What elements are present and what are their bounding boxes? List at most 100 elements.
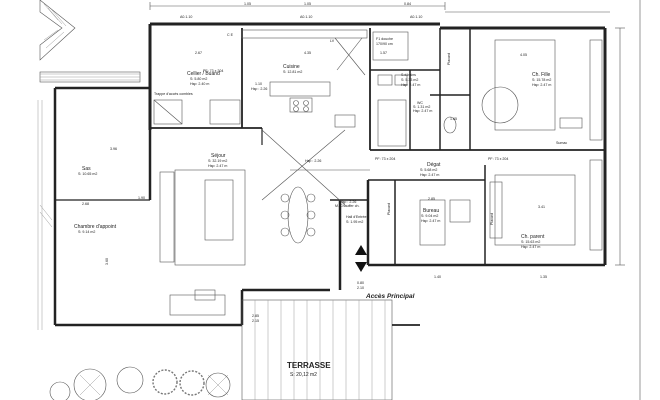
room-terrasse: TERRASSE S: 20,12 m2	[287, 361, 331, 378]
bureau-area: S: 9.04 m2	[421, 214, 438, 218]
left-wall-hatch	[37, 100, 53, 330]
dim-d16: 1.35	[540, 275, 547, 279]
cuisine-area: S: 12.81 m2	[283, 70, 302, 74]
terrasse-name: TERRASSE	[287, 361, 331, 370]
sdb-hsp: Hsp: 2.47 m	[401, 83, 420, 87]
room-sdb: S.d.bains S: 5.33 m2 Hsp: 2.47 m	[401, 73, 420, 87]
dim-d11: 3.41	[538, 205, 545, 209]
diagonal-lines	[261, 129, 370, 206]
degat-hsp: Hsp: 2.47 m	[420, 173, 439, 177]
lv-label: LV	[330, 39, 335, 43]
dimension-numbers: 2.67 4.35 1.57 4.05 1.10 1.65 2.85 3.41 …	[82, 51, 547, 323]
bath-fixtures	[372, 31, 457, 147]
degat-area: S: 5.68 m2	[420, 168, 437, 172]
ce-label: C E	[227, 33, 234, 37]
misc-labels: Trappe d'accès combles C E LV Sumac M. C…	[154, 33, 567, 300]
mchauffe-label: M. Chauffer ch.	[335, 204, 360, 208]
dim-d4: 2.67	[195, 51, 202, 55]
dim-d17: 0.80	[357, 281, 364, 285]
dim-d19: 2.85	[252, 314, 259, 318]
sejour-hsp: Hsp: 2.47 m	[208, 164, 227, 168]
chfille-area: S: 15.78 m2	[532, 78, 551, 82]
room-cellier: Cellier / Buand S: 5.80 m2 Hsp: 2.40 m	[187, 71, 220, 86]
cuisine-name: Cuisine	[283, 64, 300, 70]
hsp-cuisine: Hsp : 2.26	[251, 87, 267, 91]
room-bureau: Bureau S: 9.04 m2 Hsp: 2.47 m	[421, 208, 440, 223]
pf-label-1: PF: 73 x 204	[203, 69, 223, 73]
wc-hsp: Hsp: 2.47 m	[413, 109, 432, 113]
sejour-area: S: 32.19 m2	[208, 159, 227, 163]
fdouche-name: F1 douche	[376, 37, 393, 41]
dim-d7: 4.05	[520, 53, 527, 57]
dim-d20: 2.15	[252, 319, 259, 323]
placard-c: Placard	[490, 213, 494, 225]
chparent-hsp: Hsp: 2.47 m	[521, 245, 540, 249]
placard-a: Placard	[447, 53, 451, 65]
cellier-name: Cellier / Buand	[187, 71, 220, 77]
dim-d1: 1.05	[244, 2, 251, 6]
wc-name: WC	[417, 101, 423, 105]
bureau-hsp: Hsp: 2.47 m	[421, 219, 440, 223]
dim-d14: 1.90	[138, 196, 145, 200]
room-sas: Sas S: 10.65 m2	[78, 166, 97, 176]
room-sejour: Séjour S: 32.19 m2 Hsp: 2.47 m	[208, 153, 227, 168]
room-hall: Hall d'Entrée S: 1.95 m2	[346, 215, 366, 224]
hall-area: S: 1.95 m2	[346, 220, 363, 224]
dim-top-2: A0.1.10	[300, 15, 312, 19]
room-chappoint: Chambre d'appoint S: 9.14 m2	[74, 224, 117, 234]
dim-top-1: A0.1.10	[180, 15, 192, 19]
entrance-arrows	[355, 245, 367, 272]
sumac-label: Sumac	[556, 141, 567, 145]
dim-d6: 1.57	[380, 51, 387, 55]
dim-d15: 1.40	[434, 275, 441, 279]
top-dimensions: A0.1.10 A0.1.10 A0.1.10 1.05 1.05 0.84	[149, 2, 610, 19]
dim-d5: 4.35	[304, 51, 311, 55]
trappe-label: Trappe d'accès combles	[154, 92, 193, 96]
chfille-hsp: Hsp: 2.47 m	[532, 83, 551, 87]
chappoint-name: Chambre d'appoint	[74, 224, 117, 230]
chfille-name: Ch. Fille	[532, 72, 551, 78]
dim-d8: 1.10	[255, 82, 262, 86]
chparent-area: S: 15.63 m2	[521, 240, 540, 244]
terrasse-area: S: 20,12 m2	[290, 372, 317, 378]
dim-d18: 2.10	[357, 286, 364, 290]
room-chfille: Ch. Fille S: 15.78 m2 Hsp: 2.47 m	[532, 72, 551, 87]
hall-name: Hall d'Entrée	[346, 215, 366, 219]
right-dimensions	[615, 0, 641, 400]
dim-d2: 1.05	[304, 2, 311, 6]
interior-walls	[55, 28, 605, 265]
wc-area: S: 1.31 m2	[413, 105, 430, 109]
room-fdouche: F1 douche 170/90 cm	[376, 37, 393, 46]
bedroom-furniture	[419, 39, 603, 251]
hsp-hall: Hsp : 2.26	[340, 200, 356, 204]
sejour-name: Séjour	[211, 153, 226, 159]
pf-label-2: PF: 73 x 204	[375, 157, 395, 161]
sejour-furniture	[159, 169, 316, 316]
room-wc: WC S: 1.31 m2 Hsp: 2.47 m	[413, 101, 432, 113]
dim-d9: 1.65	[450, 117, 457, 121]
dim-d3: 0.84	[404, 2, 411, 6]
sdb-name: S.d.bains	[401, 73, 416, 77]
kitchen-fixtures	[241, 29, 368, 128]
terrace-hatch	[241, 299, 420, 400]
cellier-fixtures	[153, 99, 241, 125]
pf-label-3: PF: 73 x 204	[488, 157, 508, 161]
placard-b: Placard	[387, 203, 391, 215]
cellier-hsp: Hsp: 2.40 m	[190, 82, 209, 86]
sas-name: Sas	[82, 166, 91, 172]
fdouche-area: 170/90 cm	[376, 42, 393, 46]
dim-d21: 3.60	[105, 258, 109, 265]
dim-d12: 2.68	[82, 202, 89, 206]
chparent-name: Ch. parent	[521, 234, 545, 240]
outer-walls	[53, 22, 607, 327]
sdb-area: S: 5.33 m2	[401, 78, 418, 82]
upper-terrace	[39, 71, 141, 83]
dim-d13: 3.96	[110, 147, 117, 151]
landscape-trees	[49, 366, 231, 400]
roof-diagonal	[39, 0, 76, 61]
acces-label: Accès Principal	[365, 293, 415, 300]
cellier-area: S: 5.80 m2	[190, 77, 207, 81]
dim-d10: 2.85	[428, 197, 435, 201]
bureau-name: Bureau	[423, 208, 439, 214]
